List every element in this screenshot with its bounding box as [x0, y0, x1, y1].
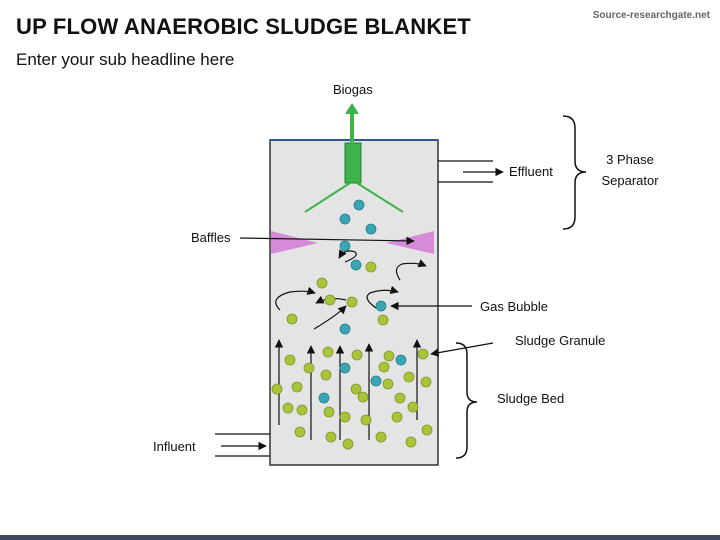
effluent-label: Effluent: [509, 164, 553, 179]
sludge-granule: [322, 346, 334, 358]
sludge-granule: [325, 431, 337, 443]
gas-bubble: [365, 223, 377, 235]
gas-bubbles: [318, 199, 407, 404]
sludge-granule: [420, 376, 432, 388]
sludge-granule: [294, 426, 306, 438]
gas-bubble: [395, 354, 407, 366]
gas-bubble: [353, 199, 365, 211]
sludge-bed-label: Sludge Bed: [497, 391, 564, 406]
sludge-granule: [282, 402, 294, 414]
influent-label: Influent: [153, 439, 196, 454]
sludge-granules: [271, 261, 433, 450]
sludge-bed-brace: [455, 342, 478, 459]
gas-bubble: [339, 323, 351, 335]
sludge-granule: [383, 350, 395, 362]
sludge-granule: [407, 401, 419, 413]
sludge-granule: [303, 362, 315, 374]
sludge-granule: [394, 392, 406, 404]
separator-right-arm: [356, 182, 404, 213]
gas-bubble: [339, 240, 351, 252]
sludge-granule: [316, 277, 328, 289]
sludge-granule: [323, 406, 335, 418]
gas-bubble-label: Gas Bubble: [480, 299, 548, 314]
sludge-granule: [375, 431, 387, 443]
sludge-granule: [357, 391, 369, 403]
sludge-granule: [339, 411, 351, 423]
swirl-arrow: [338, 249, 357, 263]
bottom-accent-bar: [0, 535, 720, 540]
gas-bubble: [370, 375, 382, 387]
sludge-granule: [346, 296, 358, 308]
sludge-granule: [320, 369, 332, 381]
sludge-granule: [391, 411, 403, 423]
baffles-pointer: [239, 236, 415, 246]
baffles-label: Baffles: [191, 230, 231, 245]
sludge-granule: [284, 354, 296, 366]
swirl-arrow: [313, 305, 347, 330]
sludge-granule: [296, 404, 308, 416]
biogas-arrow-head: [345, 103, 359, 114]
gas-bubble: [350, 259, 362, 271]
sludge-granule: [360, 414, 372, 426]
sludge-granule: [286, 313, 298, 325]
sludge-granule: [377, 314, 389, 326]
swirl-arrow: [366, 285, 399, 309]
separator-left-arm: [304, 182, 351, 213]
sludge-granule: [378, 361, 390, 373]
separator-hood: [344, 142, 362, 184]
gas-bubble: [339, 213, 351, 225]
separator-label-line1: 3 Phase: [606, 152, 654, 167]
sludge-granule-pointer: [430, 342, 494, 357]
sludge-granule: [291, 381, 303, 393]
sludge-granule: [351, 349, 363, 361]
sludge-granule: [417, 348, 429, 360]
baffle-left: [271, 231, 318, 254]
sludge-granule: [271, 383, 283, 395]
separator-brace: [562, 115, 587, 230]
sludge-granule: [342, 438, 354, 450]
sludge-granule: [403, 371, 415, 383]
biogas-label: Biogas: [333, 82, 373, 97]
page-subtitle: Enter your sub headline here: [16, 50, 235, 69]
sludge-granule: [382, 378, 394, 390]
separator-label-line2: Separator: [601, 173, 659, 188]
sludge-granule-label: Sludge Granule: [515, 333, 605, 348]
swirl-arrow: [275, 286, 316, 311]
sludge-granule: [405, 436, 417, 448]
sludge-granule: [324, 294, 336, 306]
swirl-arrow: [395, 259, 427, 281]
sludge-granule: [350, 383, 362, 395]
source-credit: Source-researchgate.net: [592, 10, 710, 21]
gas-bubble: [318, 392, 330, 404]
gas-bubble: [375, 300, 387, 312]
sludge-granule: [421, 424, 433, 436]
page-title: UP FLOW ANAEROBIC SLUDGE BLANKET: [16, 14, 471, 39]
gas-bubble: [339, 362, 351, 374]
sludge-granule: [365, 261, 377, 273]
